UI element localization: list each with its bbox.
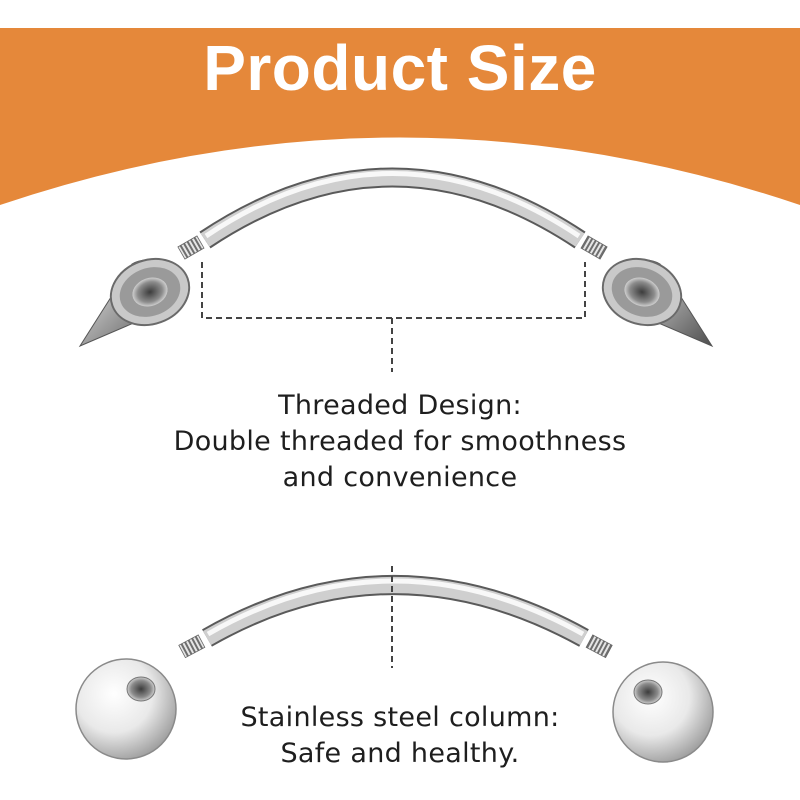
banner-background — [0, 28, 800, 205]
caption-line: Double threaded for smoothness — [173, 426, 627, 457]
spike-icon — [601, 257, 714, 348]
caption-line: and convenience — [282, 462, 518, 493]
stainless-steel-caption: Stainless steel column: Safe and healthy… — [0, 700, 800, 772]
thread-left-bottom — [178, 634, 206, 659]
spike-icon — [78, 257, 191, 348]
thread-left-top — [177, 235, 205, 260]
caption-line: Threaded Design: — [278, 390, 522, 421]
caption-line: Safe and healthy. — [280, 738, 520, 769]
thread-right-bottom — [585, 634, 613, 659]
ball-icon — [612, 661, 714, 763]
curved-barbell-bottom — [202, 575, 589, 647]
page-title: Product Size — [203, 32, 597, 104]
dimension-callout-top — [201, 262, 586, 372]
threaded-design-caption: Threaded Design: Double threaded for smo… — [0, 388, 800, 496]
ball-icon — [75, 658, 177, 760]
curved-barbell-top — [199, 167, 586, 249]
thread-right-top — [580, 235, 608, 260]
caption-line: Stainless steel column: — [240, 702, 560, 733]
